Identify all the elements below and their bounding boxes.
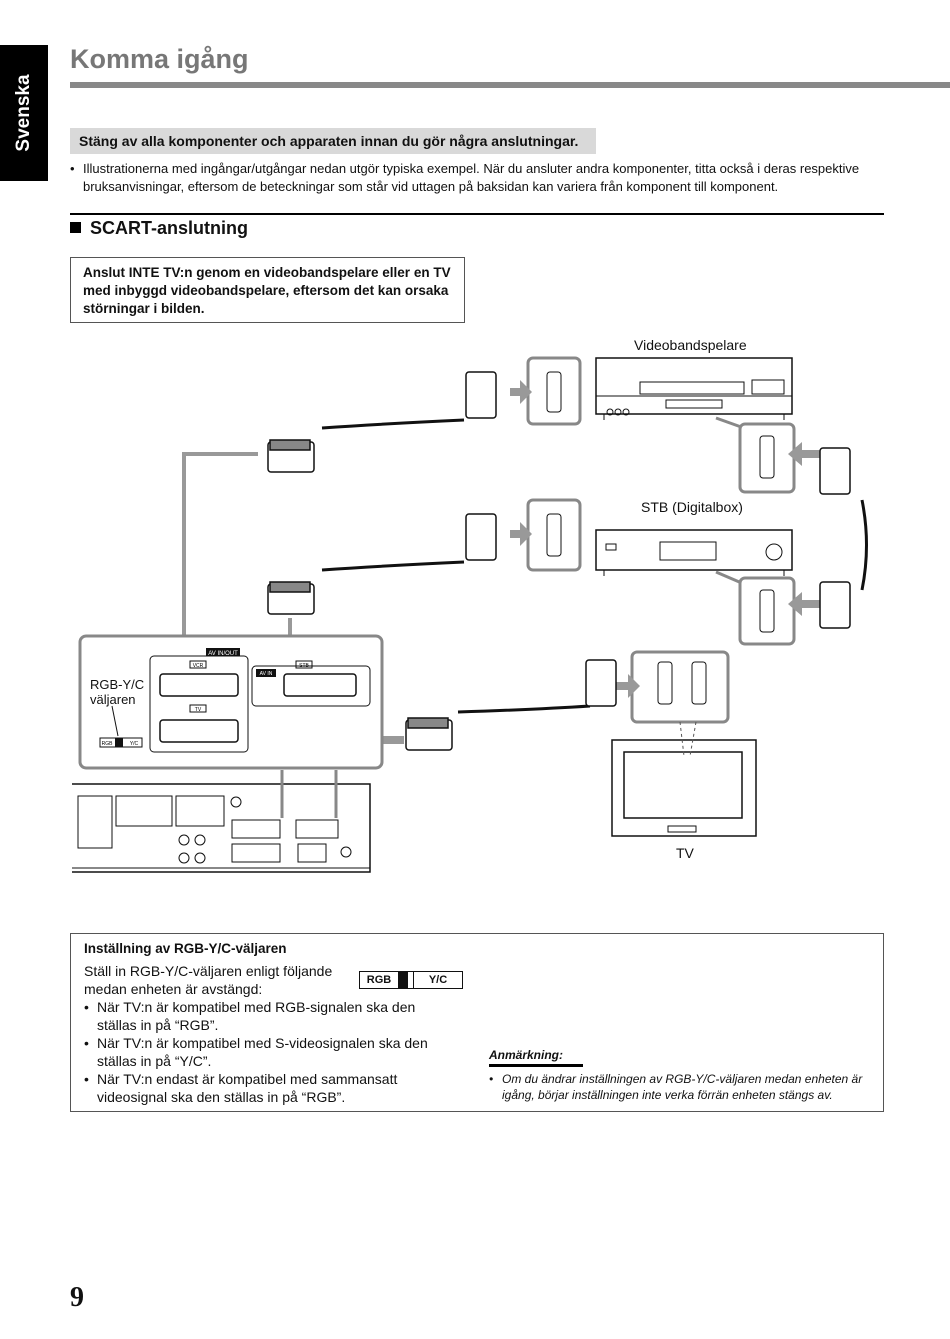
vcr-scart2-callout — [715, 416, 796, 494]
section-title: SCART-anslutning — [70, 218, 248, 239]
tag-vcr: VCR — [193, 663, 204, 669]
intro-text: Illustrationerna med ingångar/utgångar n… — [83, 161, 860, 194]
list-item: • När TV:n är kompatibel med S-videosigna… — [84, 1034, 444, 1070]
warning-banner: Stäng av alla komponenter och apparaten … — [70, 128, 596, 154]
receiver-rear-panel — [72, 783, 371, 873]
tag-av-in-out: AV IN/OUT — [208, 651, 238, 657]
list-item-text: När TV:n är kompatibel med S-videosignal… — [97, 1035, 428, 1069]
settings-intro: Ställ in RGB-Y/C-väljaren enligt följand… — [84, 963, 333, 997]
rgb-yc-switch-illustration: RGB Y/C — [359, 971, 463, 989]
title-rule — [70, 82, 950, 88]
intro-paragraph: • Illustrationerna med ingångar/utgångar … — [70, 160, 903, 196]
settings-list: • När TV:n är kompatibel med RGB-signalen… — [84, 998, 444, 1106]
page-title: Komma igång — [70, 44, 249, 74]
switch-rgb-label: RGB — [366, 974, 392, 986]
guide-lines — [182, 452, 292, 662]
list-item-text: När TV:n är kompatibel med RGB-signalen … — [97, 999, 416, 1033]
label-tv: TV — [676, 845, 694, 861]
list-item: • När TV:n är kompatibel med RGB-signalen… — [84, 998, 444, 1034]
scart-connection-diagram: AV IN/OUT VCR TV AV IN STB RGB Y/C — [72, 356, 868, 873]
label-switch-line1: RGB-Y/C — [90, 677, 145, 692]
bullet-icon: • — [489, 1072, 494, 1086]
note-text: • Om du ändrar inställningen av RGB-Y/C-v… — [489, 1071, 892, 1103]
language-tab-label: Svenska — [13, 74, 34, 152]
switch-knob-icon — [398, 972, 414, 988]
stb-scart-callout — [526, 498, 582, 572]
language-tab: Svenska — [0, 45, 48, 181]
label-switch: RGB-Y/C väljaren — [90, 677, 144, 707]
note-text-body: Om du ändrar inställningen av RGB-Y/C-vä… — [502, 1072, 863, 1102]
bullet-icon: • — [70, 161, 75, 176]
square-bullet-icon — [70, 222, 81, 233]
list-item: • När TV:n endast är kompatibel med samma… — [84, 1070, 444, 1106]
label-stb: STB (Digitalbox) — [641, 499, 743, 515]
tag-tv: TV — [195, 707, 202, 713]
scart-plugs — [267, 371, 851, 751]
page-number: 9 — [70, 1282, 84, 1313]
section-title-text: SCART-anslutning — [90, 218, 248, 238]
scart-cables — [321, 418, 868, 714]
bullet-icon: • — [84, 999, 89, 1015]
vcr-device-illustration — [595, 357, 793, 420]
stb-device-illustration — [595, 529, 793, 576]
tag-rgb: RGB — [102, 741, 114, 747]
stb-scart2-callout — [715, 570, 796, 646]
tag-av-in: AV IN — [260, 671, 273, 677]
vcr-scart-callout — [526, 356, 582, 426]
tv-illustration — [611, 739, 757, 837]
settings-box: Inställning av RGB-Y/C-väljaren Ställ in… — [70, 933, 884, 1112]
tag-yc: Y/C — [130, 741, 139, 747]
receiver-jack-panel: AV IN/OUT VCR TV AV IN STB RGB Y/C — [78, 634, 384, 770]
switch-yc-label: Y/C — [428, 974, 448, 986]
settings-title: Inställning av RGB-Y/C-väljaren — [84, 941, 287, 956]
bullet-icon: • — [84, 1035, 89, 1051]
label-switch-line2: väljaren — [90, 692, 136, 707]
list-item-text: När TV:n endast är kompatibel med samman… — [97, 1071, 398, 1105]
section-rule — [70, 213, 884, 215]
note-title: Anmärkning: — [489, 1048, 583, 1067]
warning-box: Anslut INTE TV:n genom en videobandspela… — [70, 257, 465, 323]
label-vcr: Videobandspelare — [634, 337, 747, 353]
tag-stb: STB — [299, 663, 309, 669]
bullet-icon: • — [84, 1071, 89, 1087]
